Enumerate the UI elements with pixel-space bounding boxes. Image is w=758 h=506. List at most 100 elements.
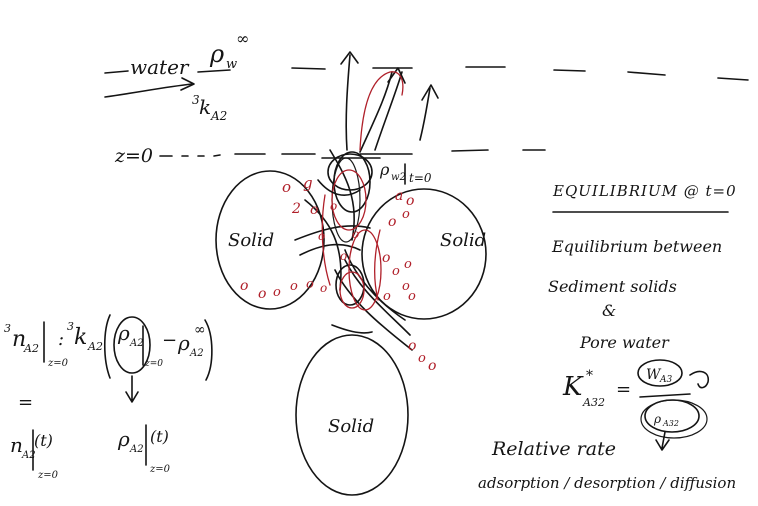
z-zero-interface: z=0 xyxy=(114,145,546,167)
pore-rho-eval: t=0 xyxy=(409,171,432,185)
flux-equals: = xyxy=(18,392,33,413)
svg-text:o: o xyxy=(240,278,248,294)
pore-rho-sub: w2 xyxy=(391,172,406,183)
flux-rho-a2-sub: A2 xyxy=(129,338,144,349)
water-label: water xyxy=(130,55,190,79)
flux-rho-circle xyxy=(113,316,151,374)
svg-text:o: o xyxy=(406,193,414,209)
water-surface-dashes xyxy=(291,66,749,81)
rho-symbol: ρ xyxy=(209,40,224,68)
svg-text:o: o xyxy=(258,286,266,302)
flux-k-sub: A2 xyxy=(87,340,103,353)
solid-grain-left: Solid xyxy=(215,170,325,310)
rho-t-eval: z=0 xyxy=(149,464,171,475)
solid-bottom-label: Solid xyxy=(328,416,374,437)
z-zero-label: z=0 xyxy=(114,145,153,167)
flux-colon: : xyxy=(58,329,64,350)
solid-right-label: Solid xyxy=(440,230,486,251)
partition-coefficient: K * A32 = W A3 ρ A32 xyxy=(562,359,710,451)
up-arrow-left xyxy=(345,54,351,151)
flux-equation: 3 n A2 z=0 : 3 k A2 ρ A2 z=0 − ρ A2 ∞ = … xyxy=(4,314,213,481)
note-line-4: Pore water xyxy=(579,333,670,352)
svg-text:o: o xyxy=(382,250,390,266)
pore-space-scribbles xyxy=(294,149,413,351)
svg-text:o: o xyxy=(404,257,412,272)
k-prefix: 3 xyxy=(192,93,200,107)
solid-left-label: Solid xyxy=(228,230,274,251)
rho-t-sub: A2 xyxy=(129,444,144,455)
svg-text:o: o xyxy=(428,358,436,374)
up-arrow-right xyxy=(419,87,431,141)
svg-text:o: o xyxy=(408,338,416,354)
note-line-2: Sediment solids xyxy=(548,277,677,296)
k-subscript: A2 xyxy=(210,109,227,123)
water-underline-dash xyxy=(104,70,129,74)
gamma-squiggle xyxy=(689,370,710,389)
svg-text:o: o xyxy=(330,199,337,213)
svg-text:o: o xyxy=(402,279,410,294)
svg-text:o: o xyxy=(282,178,291,196)
flux-close-bracket xyxy=(204,319,213,381)
flux-n-eval: z=0 xyxy=(47,358,69,369)
relative-rates-note: Relative rate adsorption / desorption / … xyxy=(478,438,736,492)
flux-rho-a2-eval: z=0 xyxy=(144,359,163,369)
water-flow-arrowhead xyxy=(180,77,195,91)
fraction-bar xyxy=(639,393,691,398)
n-t-eval: z=0 xyxy=(37,470,59,481)
n-t-arg: (t) xyxy=(34,431,53,450)
relative-rates: Relative rate xyxy=(491,438,616,460)
svg-text:o: o xyxy=(318,229,325,243)
flux-k-prefix: 3 xyxy=(67,320,74,333)
flux-rho-inf-sup: ∞ xyxy=(194,322,206,338)
flux-rho-inf-sub: A2 xyxy=(189,348,204,359)
flux-n: n xyxy=(12,327,26,352)
svg-text:o: o xyxy=(418,351,426,366)
solid-grain-bottom: Solid xyxy=(295,334,409,496)
equilibrium-title: EQUILIBRIUM @ t=0 xyxy=(552,182,737,200)
equilibrium-notes: EQUILIBRIUM @ t=0 Equilibrium between Se… xyxy=(548,182,737,352)
flux-n-prefix: 3 xyxy=(4,322,11,335)
svg-text:o: o xyxy=(392,264,400,279)
kstar-subscript: A32 xyxy=(582,396,605,409)
pore-water-rho-label: ρ w2 t=0 xyxy=(321,157,432,185)
flux-down-arrow xyxy=(125,375,139,403)
rho-t-arg: (t) xyxy=(150,427,169,446)
svg-text:o: o xyxy=(273,285,281,300)
pore-rho: ρ xyxy=(379,160,390,179)
rho-t: ρ xyxy=(117,427,130,451)
rho-infinity-superscript: ∞ xyxy=(236,29,249,48)
svg-text:o: o xyxy=(306,277,314,292)
rho-a32: ρ xyxy=(653,412,661,426)
solid-grain-right: Solid xyxy=(361,188,487,320)
flux-rho-a2: ρ xyxy=(117,321,130,345)
flux-minus: − xyxy=(162,330,177,351)
note-line-1: Equilibrium between xyxy=(551,237,722,256)
svg-text:o: o xyxy=(388,214,396,230)
svg-text:o: o xyxy=(408,289,416,304)
svg-text:2: 2 xyxy=(291,201,301,217)
adsorption-line: adsorption / desorption / diffusion xyxy=(478,474,736,492)
w-a3-sub: A3 xyxy=(659,375,672,385)
upward-flux-arrows xyxy=(340,51,439,153)
n-t-sub: A2 xyxy=(21,450,36,461)
note-line-3: & xyxy=(602,301,616,320)
k-symbol: k xyxy=(199,95,211,119)
svg-text:a: a xyxy=(395,188,403,204)
rho-a32-sub: A32 xyxy=(662,419,679,428)
svg-text:o: o xyxy=(402,207,410,222)
flux-rho-inf: ρ xyxy=(177,331,190,355)
flux-k: k xyxy=(74,325,87,350)
red-molecules: o g 2 o o o o o o o o o a o o o o o o o … xyxy=(240,174,436,374)
svg-text:o: o xyxy=(383,289,391,304)
svg-text:o: o xyxy=(320,281,327,295)
svg-text:o: o xyxy=(310,202,318,218)
rho-subscript: w xyxy=(226,57,237,72)
rho-w-infinity: ρ w ∞ xyxy=(209,29,249,72)
svg-text:g: g xyxy=(303,174,313,192)
kstar-superscript: * xyxy=(586,368,593,384)
flux-open-bracket xyxy=(104,314,111,379)
svg-text:o: o xyxy=(340,249,347,263)
rho-underline xyxy=(197,69,231,73)
